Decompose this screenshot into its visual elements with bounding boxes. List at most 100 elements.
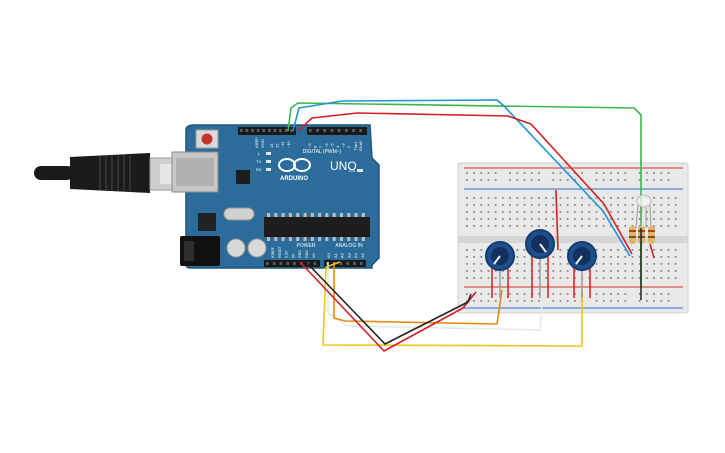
breadboard-hole[interactable]: [631, 197, 634, 199]
breadboard-hole[interactable]: [545, 197, 547, 199]
breadboard-hole[interactable]: [667, 179, 670, 181]
breadboard-hole[interactable]: [617, 256, 619, 258]
digital-pin-hole[interactable]: [256, 129, 260, 132]
breadboard-hole[interactable]: [631, 249, 634, 251]
wire-blue[interactable]: [292, 99, 631, 257]
breadboard-hole[interactable]: [552, 197, 555, 199]
breadboard-hole[interactable]: [617, 204, 619, 206]
breadboard-hole[interactable]: [480, 211, 483, 213]
power-pin-hole[interactable]: [286, 262, 289, 265]
power-header[interactable]: [264, 260, 320, 267]
digital-pin-hole[interactable]: [316, 129, 319, 132]
breadboard-hole[interactable]: [653, 204, 655, 206]
breadboard-hole[interactable]: [610, 197, 612, 199]
breadboard-hole[interactable]: [538, 179, 540, 181]
breadboard-hole[interactable]: [660, 204, 663, 206]
breadboard-hole[interactable]: [559, 172, 562, 174]
breadboard-hole[interactable]: [646, 270, 648, 272]
wire-yellow[interactable]: [322, 261, 583, 347]
breadboard-hole[interactable]: [610, 270, 612, 272]
breadboard-hole[interactable]: [545, 263, 547, 265]
breadboard-hole[interactable]: [574, 218, 576, 220]
breadboard-hole[interactable]: [516, 225, 519, 227]
breadboard-hole[interactable]: [473, 204, 475, 206]
breadboard-hole[interactable]: [552, 179, 555, 181]
breadboard-hole[interactable]: [487, 172, 490, 174]
digital-header-left[interactable]: [238, 127, 296, 135]
breadboard-hole[interactable]: [624, 249, 627, 251]
breadboard-hole[interactable]: [638, 211, 641, 213]
breadboard-hole[interactable]: [502, 218, 504, 220]
breadboard-hole[interactable]: [653, 225, 655, 227]
breadboard-hole[interactable]: [538, 218, 540, 220]
breadboard-hole[interactable]: [516, 277, 519, 279]
digital-pin-hole[interactable]: [268, 129, 271, 132]
breadboard[interactable]: [457, 162, 689, 314]
digital-pin-hole[interactable]: [279, 129, 282, 132]
breadboard-hole[interactable]: [566, 300, 569, 302]
breadboard-hole[interactable]: [516, 263, 519, 265]
breadboard-hole[interactable]: [610, 225, 612, 227]
breadboard-hole[interactable]: [466, 263, 468, 265]
breadboard-hole[interactable]: [487, 204, 490, 206]
breadboard-hole[interactable]: [523, 225, 526, 227]
breadboard-hole[interactable]: [516, 172, 519, 174]
breadboard-hole[interactable]: [552, 204, 555, 206]
analog-pin-hole[interactable]: [346, 262, 349, 265]
breadboard-hole[interactable]: [538, 197, 540, 199]
breadboard-hole[interactable]: [466, 172, 468, 174]
breadboard-hole[interactable]: [552, 293, 555, 295]
breadboard-hole[interactable]: [494, 218, 497, 220]
breadboard-hole[interactable]: [653, 263, 655, 265]
breadboard-hole[interactable]: [653, 179, 655, 181]
breadboard-hole[interactable]: [538, 225, 540, 227]
breadboard-hole[interactable]: [631, 256, 634, 258]
breadboard-hole[interactable]: [595, 211, 598, 213]
breadboard-hole[interactable]: [494, 225, 497, 227]
breadboard-hole[interactable]: [602, 225, 605, 227]
breadboard-hole[interactable]: [480, 270, 483, 272]
breadboard-hole[interactable]: [646, 263, 648, 265]
breadboard-hole[interactable]: [552, 172, 555, 174]
breadboard-hole[interactable]: [574, 179, 576, 181]
breadboard-hole[interactable]: [624, 263, 627, 265]
breadboard-hole[interactable]: [602, 300, 605, 302]
breadboard-hole[interactable]: [653, 218, 655, 220]
breadboard-hole[interactable]: [624, 211, 627, 213]
breadboard-hole[interactable]: [674, 270, 677, 272]
breadboard-hole[interactable]: [595, 172, 598, 174]
resistor-1[interactable]: [629, 226, 636, 244]
breadboard-hole[interactable]: [617, 293, 619, 295]
breadboard-hole[interactable]: [588, 197, 591, 199]
breadboard-hole[interactable]: [624, 172, 627, 174]
breadboard-hole[interactable]: [523, 249, 526, 251]
breadboard-hole[interactable]: [653, 300, 655, 302]
breadboard-hole[interactable]: [653, 270, 655, 272]
breadboard-hole[interactable]: [559, 270, 562, 272]
breadboard-hole[interactable]: [523, 256, 526, 258]
breadboard-hole[interactable]: [559, 179, 562, 181]
breadboard-hole[interactable]: [638, 179, 641, 181]
breadboard-hole[interactable]: [538, 270, 540, 272]
breadboard-hole[interactable]: [595, 218, 598, 220]
breadboard-hole[interactable]: [466, 293, 468, 295]
breadboard-hole[interactable]: [516, 218, 519, 220]
breadboard-hole[interactable]: [674, 249, 677, 251]
breadboard-hole[interactable]: [494, 172, 497, 174]
breadboard-hole[interactable]: [638, 293, 641, 295]
breadboard-hole[interactable]: [487, 197, 490, 199]
breadboard-hole[interactable]: [566, 249, 569, 251]
breadboard-hole[interactable]: [494, 277, 497, 279]
breadboard-hole[interactable]: [487, 218, 490, 220]
breadboard-hole[interactable]: [509, 211, 511, 213]
breadboard-hole[interactable]: [552, 300, 555, 302]
breadboard-hole[interactable]: [509, 270, 511, 272]
breadboard-hole[interactable]: [602, 270, 605, 272]
breadboard-hole[interactable]: [538, 204, 540, 206]
breadboard-hole[interactable]: [646, 172, 648, 174]
breadboard-hole[interactable]: [516, 204, 519, 206]
breadboard-hole[interactable]: [667, 293, 670, 295]
breadboard-hole[interactable]: [667, 256, 670, 258]
breadboard-hole[interactable]: [559, 197, 562, 199]
